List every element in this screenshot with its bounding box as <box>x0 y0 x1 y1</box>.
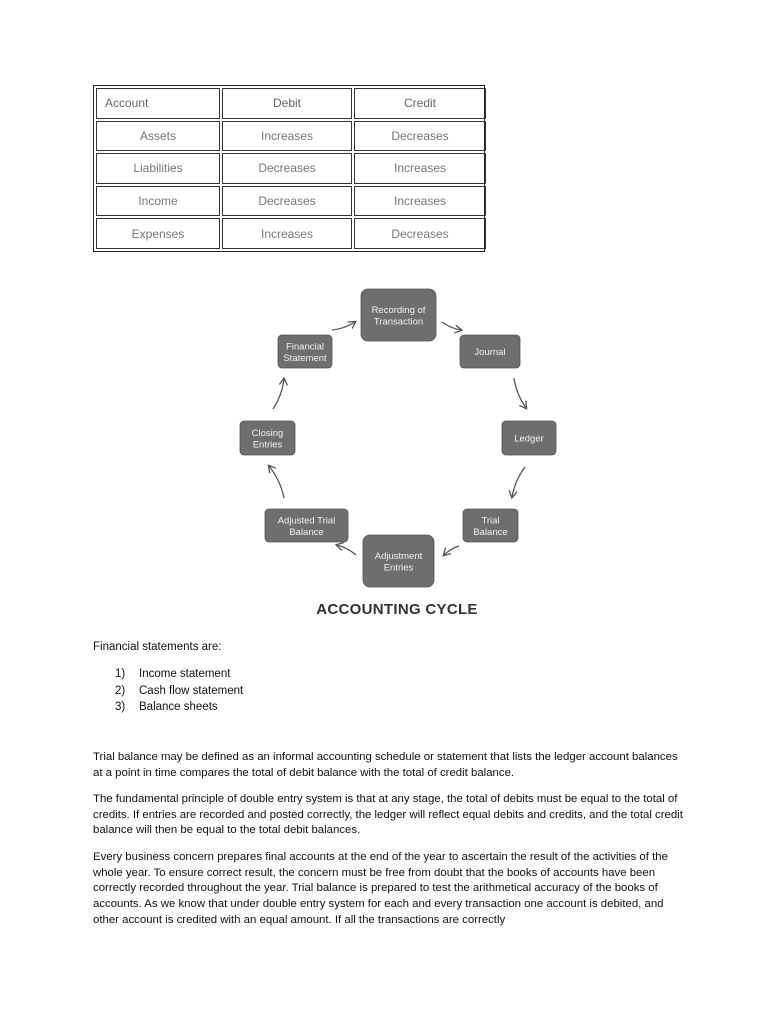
cycle-arrow <box>267 464 285 499</box>
statement-list: 1) Income statement 2) Cash flow stateme… <box>115 666 243 716</box>
intro-text: Financial statements are: <box>93 641 222 653</box>
list-text: Balance sheets <box>139 701 218 714</box>
cycle-box-label: Balance <box>473 527 507 538</box>
diagram-title: ACCOUNTING CYCLE <box>316 601 478 618</box>
accounting-cycle-diagram: Recording ofTransactionJournalLedgerTria… <box>239 288 557 588</box>
table-cell: Assets <box>96 120 220 152</box>
list-text: Income statement <box>139 668 231 681</box>
paragraph-double-entry-principle: The fundamental principle of double entr… <box>93 793 683 837</box>
cycle-box-label: Transaction <box>374 316 423 327</box>
table-cell: Increases <box>222 218 352 249</box>
cycle-arrow <box>441 321 464 334</box>
cycle-box-label: Entries <box>384 562 414 573</box>
cycle-box-label: Recording of <box>372 305 426 316</box>
cycle-box-label: Closing <box>252 428 284 439</box>
cycle-arrow <box>442 545 460 557</box>
cycle-box-label: Adjusted Trial <box>278 515 336 526</box>
cycle-arrow <box>513 377 528 410</box>
table-header-account: Account <box>96 88 220 119</box>
cycle-box <box>459 334 521 369</box>
list-item: 2) Cash flow statement <box>115 683 243 700</box>
table-header-debit: Debit <box>222 88 352 119</box>
table-header-credit: Credit <box>354 88 486 119</box>
cycle-arrow <box>508 466 526 500</box>
table-cell: Income <box>96 185 220 217</box>
cycle-box-label: Entries <box>253 439 283 450</box>
cycle-box <box>277 334 333 369</box>
table-cell: Decreases <box>222 153 352 184</box>
list-number: 3) <box>115 701 126 714</box>
cycle-box <box>360 288 437 342</box>
cycle-box <box>462 508 519 543</box>
cycle-box-label: Adjustment <box>375 551 423 562</box>
cycle-box-label: Financial <box>286 341 324 352</box>
list-number: 1) <box>115 668 126 681</box>
cycle-box <box>239 420 296 456</box>
debit-credit-table: Account Debit Credit Assets Increases De… <box>93 85 486 252</box>
cycle-arrow <box>331 320 357 331</box>
cycle-box <box>362 534 435 588</box>
table-cell: Decreases <box>354 218 486 249</box>
cycle-box-label: Journal <box>474 347 505 358</box>
table-cell: Decreases <box>222 185 352 217</box>
table-cell: Decreases <box>354 120 486 152</box>
cycle-box-label: Statement <box>283 353 327 364</box>
paragraph-trial-balance-definition: Trial balance may be defined as an infor… <box>93 751 678 779</box>
cycle-step-ledger: Ledger <box>501 420 557 456</box>
paragraph-final-accounts: Every business concern prepares final ac… <box>93 851 668 926</box>
list-number: 2) <box>115 684 126 697</box>
table-cell: Liabilities <box>96 153 220 184</box>
list-text: Cash flow statement <box>139 684 244 697</box>
table-cell: Increases <box>354 185 486 217</box>
table-cell: Increases <box>354 153 486 184</box>
table-cell: Increases <box>222 120 352 152</box>
cycle-arrow <box>272 376 288 410</box>
cycle-arrow <box>334 541 357 556</box>
list-item: 3) Balance sheets <box>115 699 243 716</box>
cycle-box <box>264 508 349 543</box>
cycle-box <box>501 420 557 456</box>
list-item: 1) Income statement <box>115 666 243 683</box>
table-cell: Expenses <box>96 218 220 249</box>
cycle-box-label: Ledger <box>514 434 544 445</box>
cycle-step-journal: Journal <box>459 334 521 369</box>
cycle-box-label: Balance <box>289 527 323 538</box>
cycle-box-label: Trial <box>481 515 499 526</box>
